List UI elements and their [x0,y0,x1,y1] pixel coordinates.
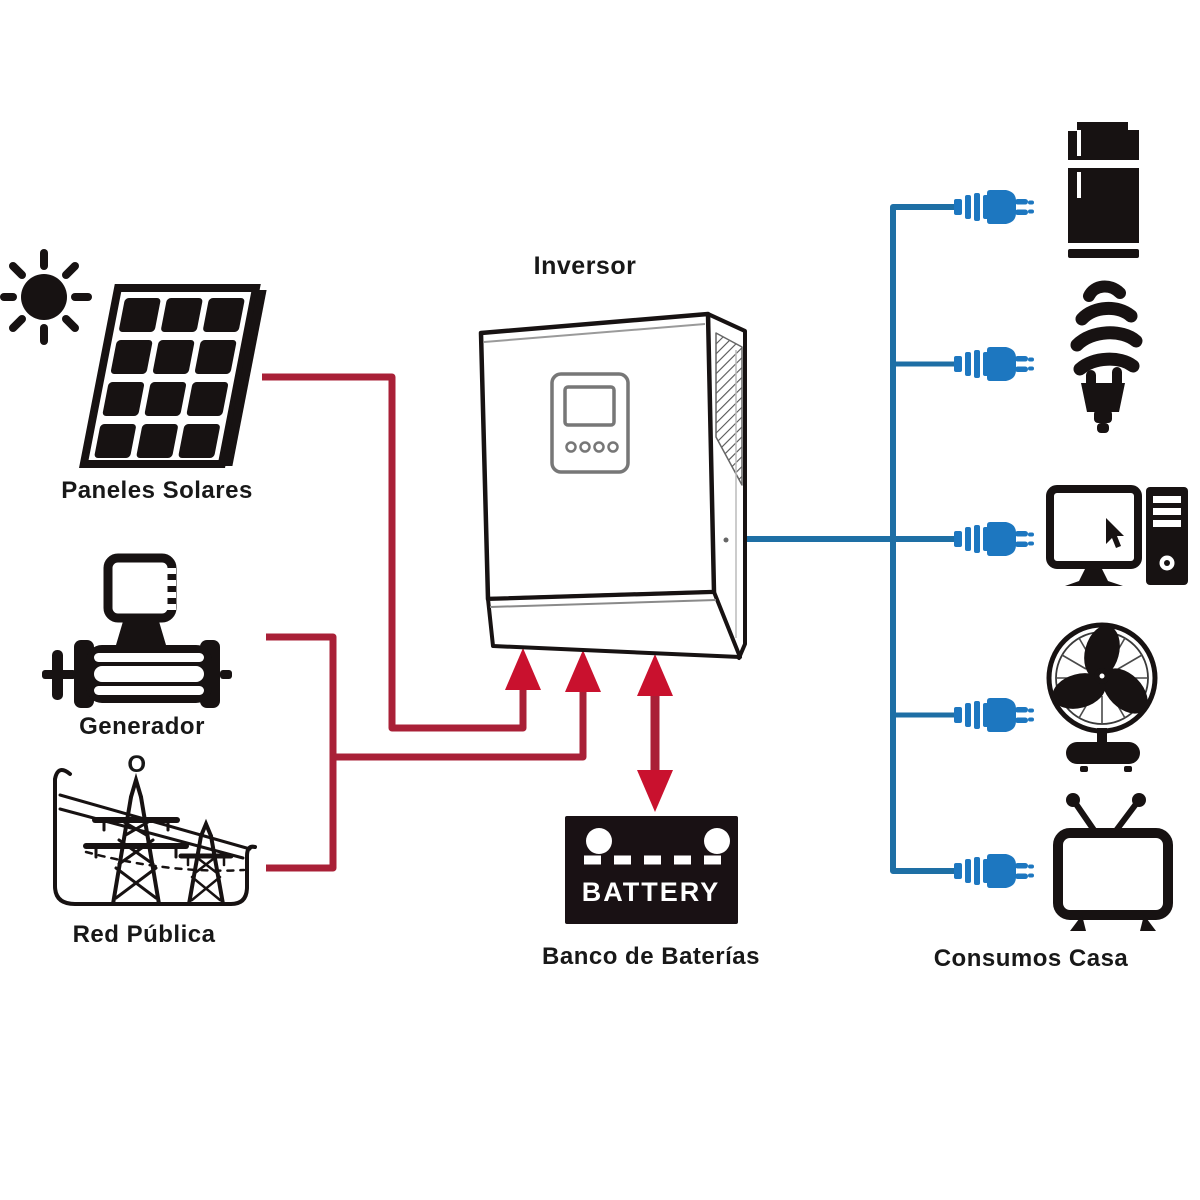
battery-device-text: BATTERY [582,877,721,907]
plug-icon [954,854,1034,888]
fan-icon [1046,622,1158,772]
battery-icon: BATTERY [565,816,738,924]
house-loads-label: Consumos Casa [933,945,1129,972]
inverter-label: Inversor [533,252,637,280]
public-grid-label: Red Pública [72,921,216,948]
plug-icon [954,698,1034,732]
refrigerator-icon [1064,122,1144,258]
generator-grid-arrowhead [565,650,601,692]
generator-icon [42,553,232,708]
grid-towers-icon [53,768,257,906]
plug-icon [954,347,1034,381]
solar-to-inverter-line [262,373,527,732]
inverter-buttons [565,441,619,453]
plug-icon [954,190,1034,224]
battery-arrowhead-down [637,770,673,812]
battery-bank-label: Banco de Baterías [542,943,760,970]
cursor-icon [1106,518,1124,548]
solar-panel-icon [79,284,267,468]
sun-icon [0,249,92,345]
computer-icon [1046,485,1188,586]
plug-icon [954,522,1034,556]
solar-panels-label: Paneles Solares [61,477,253,504]
tv-icon [1053,793,1173,931]
generator-label: Generador [79,713,205,740]
or-label: O [127,751,147,778]
cfl-bulb-icon [1070,280,1143,433]
battery-arrowhead-up [637,654,673,696]
inverter-screen [563,385,616,427]
inverter-illustration [478,311,747,660]
merged-to-inverter-line [333,686,587,761]
generator-grid-merge-line [266,633,337,872]
loads-trunk-line [890,204,954,874]
solar-arrowhead [505,648,541,690]
